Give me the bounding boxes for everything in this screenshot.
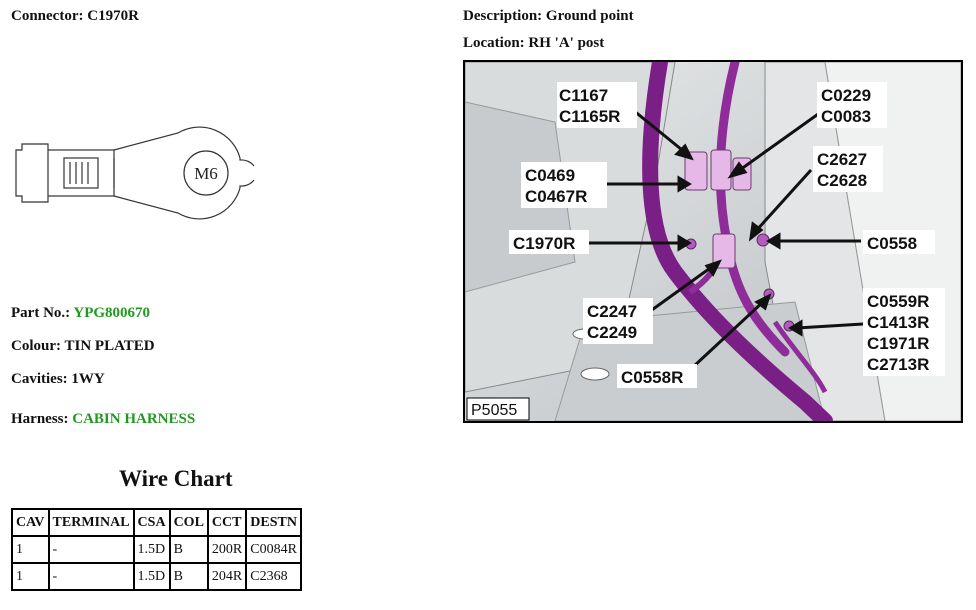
location-label: Location: [463, 35, 525, 51]
description-label: Description: [463, 8, 543, 24]
colour-value: TIN PLATED [64, 338, 155, 354]
col-header-col: COL [168, 508, 209, 537]
stud-size-text: M6 [194, 164, 218, 183]
col-header-cav: CAV [11, 508, 50, 537]
colour-label: Colour: [11, 338, 61, 354]
cell-destn[interactable]: C2368 [245, 562, 302, 591]
wire-chart-title: Wire Chart [119, 466, 233, 491]
callout-c2627: C2627 [817, 150, 867, 169]
harness-link[interactable]: CABIN HARNESS [72, 411, 196, 427]
callout-c0083: C0083 [821, 107, 871, 126]
cell-col: B [168, 562, 209, 591]
col-header-destn: DESTN [245, 508, 302, 537]
callout-c1413r: C1413R [867, 313, 929, 332]
table-row: 1 - 1.5D B 200R C0084R [11, 535, 302, 564]
cell-cct: 204R [206, 562, 248, 591]
description-value: Ground point [545, 8, 634, 24]
callout-c2713r: C2713R [867, 355, 929, 374]
callout-c0467r: C0467R [525, 187, 587, 206]
cavities-value: 1WY [71, 371, 105, 387]
description-field: Description: Ground point [463, 8, 634, 25]
cell-cav: 1 [11, 562, 50, 591]
cell-cav: 1 [11, 535, 50, 564]
harness-label: Harness: [11, 411, 69, 427]
picture-ref: P5055 [471, 402, 517, 419]
ring-terminal-drawing: M6 [15, 126, 255, 220]
callout-c0469: C0469 [525, 166, 575, 185]
wire-chart-table: CAV TERMINAL CSA COL CCT DESTN 1 - 1.5D … [11, 508, 302, 591]
harness-field: Harness: CABIN HARNESS [11, 411, 195, 428]
callout-c0558: C0558 [867, 234, 917, 253]
callout-c1971r: C1971R [867, 334, 929, 353]
part-no-field: Part No.: YPG800670 [11, 305, 150, 322]
callout-c1970r: C1970R [513, 234, 575, 253]
callout-c2247: C2247 [587, 302, 637, 321]
col-header-terminal: TERMINAL [47, 508, 135, 537]
cavities-field: Cavities: 1WY [11, 371, 105, 388]
callout-c1167: C1167 [559, 86, 608, 105]
location-illustration: C1167 C1165R C0229 C0083 C0469 C0467R C2… [463, 60, 963, 423]
location-illustration-svg: C1167 C1165R C0229 C0083 C0469 C0467R C2… [465, 62, 961, 421]
col-header-cct: CCT [206, 508, 248, 537]
cell-terminal: - [47, 562, 135, 591]
cell-csa: 1.5D [132, 562, 171, 591]
col-header-csa: CSA [132, 508, 171, 537]
cell-col: B [168, 535, 209, 564]
table-header-row: CAV TERMINAL CSA COL CCT DESTN [11, 508, 302, 537]
colour-field: Colour: TIN PLATED [11, 338, 155, 355]
cell-csa: 1.5D [132, 535, 171, 564]
cell-destn[interactable]: C0084R [245, 535, 302, 564]
table-row: 1 - 1.5D B 204R C2368 [11, 562, 302, 591]
cavities-label: Cavities: [11, 371, 68, 387]
callout-c0558r: C0558R [621, 368, 683, 387]
callout-c2628: C2628 [817, 171, 867, 190]
connector-value: C1970R [87, 8, 139, 24]
connector-field: Connector: C1970R [11, 8, 139, 25]
cell-terminal: - [47, 535, 135, 564]
connector-label: Connector: [11, 8, 84, 24]
part-no-label: Part No.: [11, 305, 71, 321]
cell-cct: 200R [206, 535, 248, 564]
location-value: RH 'A' post [528, 35, 605, 51]
part-no-link[interactable]: YPG800670 [73, 305, 151, 321]
callout-c1165r: C1165R [559, 107, 620, 126]
callout-c0229: C0229 [821, 86, 871, 105]
location-field: Location: RH 'A' post [463, 35, 604, 52]
callout-c0559r: C0559R [867, 292, 929, 311]
callout-c2249: C2249 [587, 323, 637, 342]
